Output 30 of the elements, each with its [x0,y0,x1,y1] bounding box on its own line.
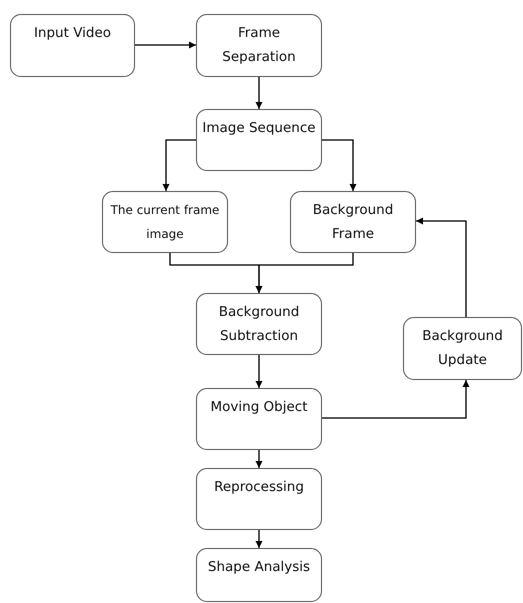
arrow [256,77,262,109]
arrow [256,450,262,468]
arrow [256,355,262,388]
arrow [322,380,470,419]
arrow [416,218,467,317]
box-label: Input Video [34,24,112,43]
process-box [290,191,416,253]
process-box [196,293,322,355]
box-label: Background Update [421,327,504,370]
arrow [162,139,196,191]
arrow [256,253,354,293]
process-box [196,468,322,530]
arrow [135,42,196,48]
box-label: Moving Object [210,398,308,417]
arrow [322,139,356,191]
box-label: Reprocessing [214,478,304,497]
box-label: The current frame image [110,202,220,243]
process-box [403,317,522,380]
box-label: Background Subtraction [218,303,300,346]
arrow [256,530,262,548]
box-label: Image Sequence [202,119,316,138]
box-label: Frame Separation [221,24,297,67]
box-label: Shape Analysis [208,558,310,577]
process-box [10,14,135,77]
process-box [196,548,322,602]
process-box [102,191,228,253]
process-box [196,388,322,450]
process-box [196,109,322,171]
process-box [196,14,322,77]
box-label: Background Frame [312,201,394,244]
